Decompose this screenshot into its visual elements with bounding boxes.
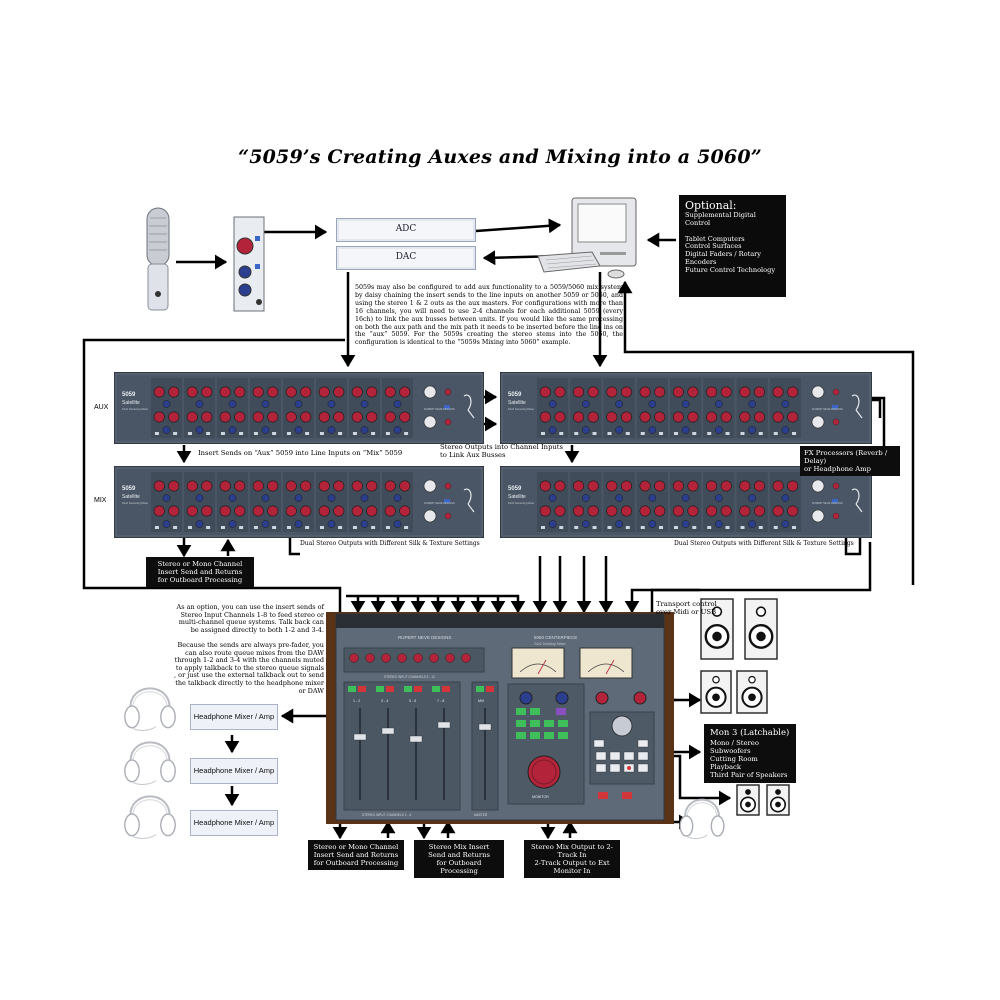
preamp-icon [233,216,265,312]
row-label-aux: AUX [94,404,109,411]
console-ch-1: 1 - 2 [353,699,360,703]
console-ch-3: 5 - 6 [409,699,416,703]
page-title: “5059’s Creating Auxes and Mixing into a… [238,146,762,168]
mon3-title: Mon 3 (Latchable) [710,728,790,738]
svg-text:Satellite: Satellite [122,494,140,500]
console-monitor-label: MONITOR [532,795,549,799]
optional-line-1: Supplemental Digital Control [685,211,756,227]
optional-line-4: Control Surfaces [685,242,742,251]
talkback-note-2: Because the sends are always pre-fader, … [174,641,324,695]
dac-unit: DAC [336,246,476,270]
svg-text:5059: 5059 [122,392,136,398]
optional-line-3: Tablet Computers [685,234,745,243]
mono-channel-insert-box: Stereo or Mono Channel Insert Send and R… [146,557,254,587]
row-label-mix: MIX [94,497,107,504]
svg-text:Satellite: Satellite [508,400,526,406]
description-text: 5059s may also be configured to add aux … [355,284,623,347]
speaker-icon [766,784,790,820]
speaker-icon [744,598,778,664]
console-ch-2: 3 - 4 [381,699,388,703]
headphone-mixer-2: Headphone Mixer / Amp [190,758,278,784]
optional-line-6: Future Control Technology [685,265,776,274]
svg-text:5059: 5059 [122,486,136,492]
headphone-mixer-3: Headphone Mixer / Amp [190,810,278,836]
headphones-icon [676,790,728,844]
talkback-note-1: As an option, you can use the insert sen… [176,603,324,634]
label-dual-stereo-left: Dual Stereo Outputs with Different Silk … [300,540,480,547]
label-transport: Transport control over Midi or USB [656,600,717,616]
svg-text:RUPERT NEVE DESIGNS: RUPERT NEVE DESIGNS [424,407,455,411]
svg-text:Satellite: Satellite [508,494,526,500]
console-ch-4: 7 - 8 [437,699,444,703]
svg-text:16x2 Summing Mixer: 16x2 Summing Mixer [508,407,534,411]
svg-text:5059: 5059 [508,486,522,492]
label-dual-stereo-right: Dual Stereo Outputs with Different Silk … [674,540,854,547]
svg-text:RUPERT NEVE DESIGNS: RUPERT NEVE DESIGNS [812,407,843,411]
console-section-a: STEREO INPUT CHANNELS 1 - 4 [362,813,411,817]
headphone-mixer-1: Headphone Mixer / Amp [190,704,278,730]
svg-text:Satellite: Satellite [122,400,140,406]
speaker-icon [700,598,734,664]
label-stereo-outputs-aux: Stereo Outputs into Channel Inputs to Li… [440,443,564,459]
svg-text:RUPERT NEVE DESIGNS: RUPERT NEVE DESIGNS [812,501,843,505]
console-model-sub: 24x2 Desktop Mixer [534,642,567,646]
headphones-icon [120,732,180,790]
computer-icon [537,197,637,279]
adc-unit: ADC [336,218,476,242]
console-section-c: MASTER [474,813,488,817]
bottom-stereo-mix-box: Stereo Mix Insert Send and Returns for O… [414,840,504,878]
speaker-icon [736,670,768,718]
headphones-icon [120,786,180,844]
mon3-lines: Mono / Stereo Subwoofers Cutting Room Pl… [710,739,788,779]
svg-text:5059: 5059 [508,392,522,398]
optional-line-5: Digital Faders / Rotary Encoders [685,250,762,266]
svg-text:16x2 Summing Mixer: 16x2 Summing Mixer [508,501,534,505]
bottom-mix-output-box: Stereo Mix Output to 2-Track In 2-Track … [524,840,620,878]
optional-heading: Optional: [685,199,737,212]
headphones-icon [120,678,180,736]
bottom-channel-insert-box: Stereo or Mono Channel Insert Send and R… [308,840,404,870]
console-model: 5060 CENTERPIECE [534,635,577,640]
svg-text:RUPERT NEVE DESIGNS: RUPERT NEVE DESIGNS [424,501,455,505]
fx-processors-box: FX Processors (Reverb / Delay) or Headph… [800,446,900,476]
console-section-b: STEREO INPUT CHANNELS 5 - 12 [384,675,435,679]
console-5060: RUPERT NEVE DESIGNS 5060 CENTERPIECE 24x… [326,612,674,824]
speaker-icon [700,670,732,718]
speaker-icon [736,784,760,820]
optional-box: Optional: Supplemental Digital Control T… [679,195,786,297]
svg-text:16x2 Summing Mixer: 16x2 Summing Mixer [122,501,148,505]
microphone-icon [146,207,170,311]
console-brand: RUPERT NEVE DESIGNS [398,635,451,640]
label-insert-aux-to-mix: Insert Sends on “Aux” 5059 into Line Inp… [198,449,403,457]
mon3-box: Mon 3 (Latchable) Mono / Stereo Subwoofe… [704,724,796,783]
console-master-label: MIX [478,699,485,703]
svg-text:16x2 Summing Mixer: 16x2 Summing Mixer [122,407,148,411]
